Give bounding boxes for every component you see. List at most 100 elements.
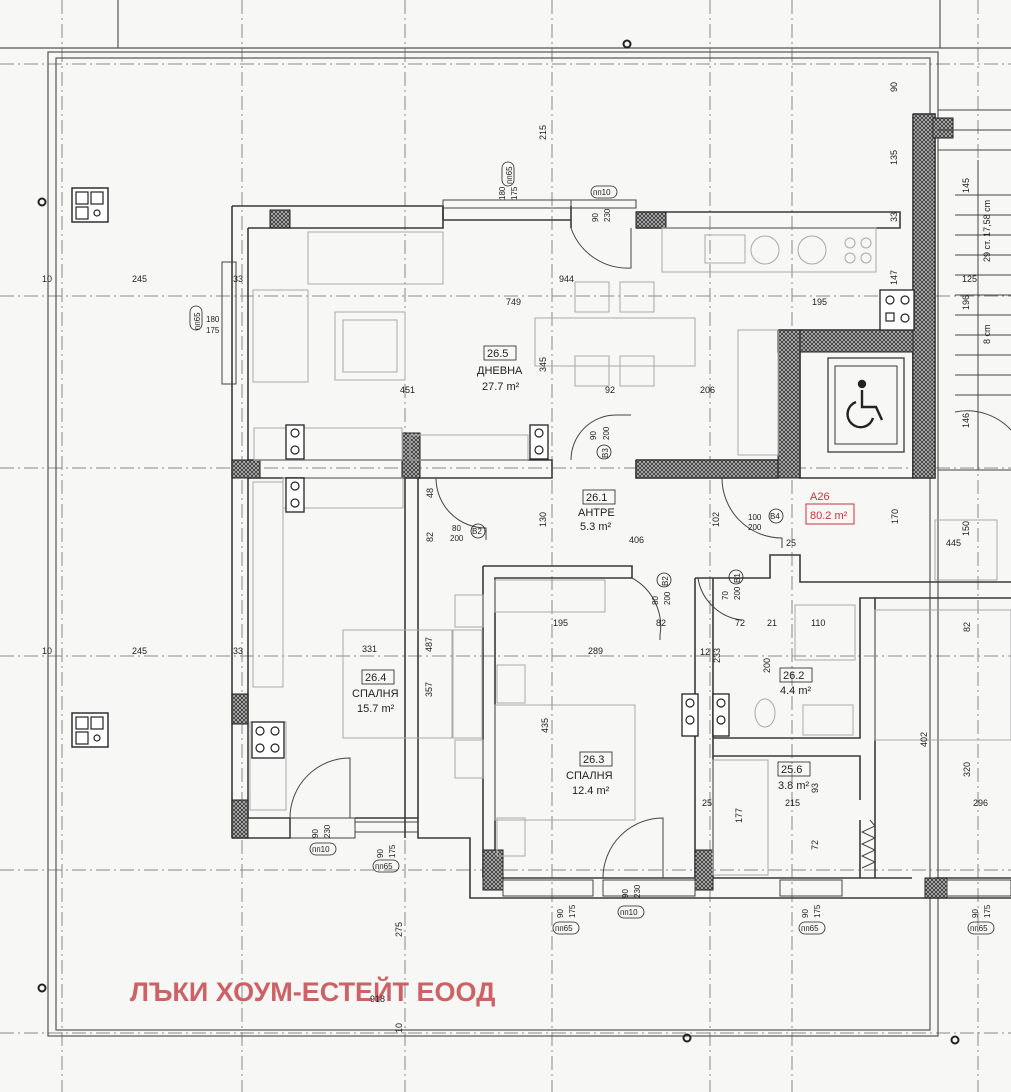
- svg-text:B4: B4: [770, 512, 780, 521]
- svg-text:175: 175: [568, 904, 577, 918]
- svg-text:93: 93: [810, 783, 820, 793]
- svg-text:200: 200: [748, 523, 762, 532]
- svg-text:90: 90: [589, 431, 598, 440]
- svg-text:130: 130: [538, 512, 548, 527]
- svg-text:445: 445: [946, 538, 961, 548]
- svg-text:215: 215: [785, 798, 800, 808]
- svg-text:196: 196: [961, 295, 971, 310]
- svg-text:125: 125: [962, 274, 977, 284]
- svg-text:245: 245: [132, 274, 147, 284]
- svg-text:90: 90: [591, 213, 600, 222]
- svg-text:175: 175: [206, 326, 220, 335]
- svg-text:92: 92: [605, 385, 615, 395]
- svg-text:230: 230: [633, 884, 642, 898]
- room-26-3-name: СПАЛНЯ: [566, 770, 613, 782]
- window-labels: пп10 90 230 пп65 180 175 пп65 180 175 пп…: [189, 161, 995, 935]
- svg-text:177: 177: [734, 808, 744, 823]
- svg-text:90: 90: [311, 829, 320, 838]
- room-26-5-id: 26.5: [487, 348, 508, 360]
- stair-note: 29 ст. 17,58 cm: [982, 200, 992, 262]
- svg-text:82: 82: [962, 622, 972, 632]
- svg-text:175: 175: [510, 186, 519, 200]
- svg-text:357: 357: [424, 682, 434, 697]
- apartment-area: 80.2 m²: [810, 510, 848, 522]
- apartment-id: A26: [810, 491, 830, 503]
- svg-text:10: 10: [394, 1023, 404, 1033]
- dimension-labels: 10 245 33 10 245 33 215 944 749 195 451 …: [42, 82, 988, 1033]
- svg-text:90: 90: [621, 889, 630, 898]
- svg-text:33: 33: [233, 646, 243, 656]
- svg-text:33: 33: [889, 212, 899, 222]
- svg-text:48: 48: [425, 488, 435, 498]
- room-26-4-id: 26.4: [365, 672, 386, 684]
- svg-text:90: 90: [556, 909, 565, 918]
- room-26-5-name: ДНЕВНА: [477, 365, 523, 377]
- svg-text:135: 135: [889, 150, 899, 165]
- svg-text:90: 90: [376, 849, 385, 858]
- svg-text:200: 200: [663, 591, 672, 605]
- svg-text:275: 275: [394, 922, 404, 937]
- room-25-6-area: 3.8 m²: [778, 780, 810, 792]
- svg-text:487: 487: [424, 637, 434, 652]
- svg-text:70: 70: [721, 591, 730, 600]
- svg-text:80: 80: [651, 596, 660, 605]
- svg-text:406: 406: [629, 535, 644, 545]
- svg-text:195: 195: [812, 297, 827, 307]
- room-26-3-area: 12.4 m²: [572, 785, 610, 797]
- svg-text:пп65: пп65: [193, 312, 202, 330]
- svg-text:215: 215: [538, 125, 548, 140]
- svg-text:80: 80: [452, 524, 461, 533]
- svg-text:пп65: пп65: [801, 924, 819, 933]
- svg-text:пп10: пп10: [312, 845, 330, 854]
- svg-text:146: 146: [961, 413, 971, 428]
- stair: [938, 109, 1011, 471]
- svg-text:944: 944: [559, 274, 574, 284]
- svg-text:175: 175: [388, 844, 397, 858]
- svg-text:147: 147: [889, 270, 899, 285]
- svg-text:402: 402: [919, 732, 929, 747]
- door-swings: [289, 227, 877, 879]
- room-26-1-name: АНТРЕ: [578, 507, 615, 519]
- svg-text:195: 195: [553, 618, 568, 628]
- svg-text:331: 331: [362, 644, 377, 654]
- svg-text:200: 200: [450, 534, 464, 543]
- room-26-2-area: 4.4 m²: [780, 685, 812, 697]
- svg-text:110: 110: [811, 618, 825, 628]
- svg-text:пп10: пп10: [620, 908, 638, 917]
- svg-text:180: 180: [206, 315, 220, 324]
- svg-text:230: 230: [323, 824, 332, 838]
- svg-text:пп10: пп10: [593, 188, 611, 197]
- windows: [221, 199, 1011, 897]
- svg-text:175: 175: [813, 904, 822, 918]
- room-26-1-area: 5.3 m²: [580, 521, 612, 533]
- structural-columns: [231, 113, 954, 899]
- svg-text:пп65: пп65: [555, 924, 573, 933]
- svg-text:145: 145: [961, 178, 971, 193]
- svg-text:451: 451: [400, 385, 415, 395]
- watermark-text: ЛЪКИ ХОУМ-ЕСТЕЙТ ЕООД: [130, 976, 495, 1007]
- svg-text:180: 180: [498, 186, 507, 200]
- svg-text:72: 72: [810, 840, 820, 850]
- svg-text:345: 345: [538, 357, 548, 372]
- svg-text:435: 435: [540, 718, 550, 733]
- svg-text:230: 230: [603, 208, 612, 222]
- svg-text:206: 206: [700, 385, 715, 395]
- svg-text:918: 918: [370, 994, 385, 1004]
- svg-text:B2: B2: [472, 527, 482, 536]
- svg-text:245: 245: [132, 646, 147, 656]
- svg-text:25: 25: [786, 538, 796, 548]
- svg-text:90: 90: [971, 909, 980, 918]
- room-26-5-area: 27.7 m²: [482, 381, 520, 393]
- svg-text:150: 150: [961, 521, 971, 536]
- svg-text:пп65: пп65: [505, 166, 514, 184]
- svg-text:170: 170: [890, 509, 900, 524]
- slab-outline: [0, 0, 1011, 1037]
- svg-text:749: 749: [506, 297, 521, 307]
- room-26-3-id: 26.3: [583, 754, 604, 766]
- svg-text:102: 102: [711, 512, 721, 527]
- svg-text:B3: B3: [601, 448, 610, 458]
- svg-text:200: 200: [602, 426, 611, 440]
- svg-text:33: 33: [233, 274, 243, 284]
